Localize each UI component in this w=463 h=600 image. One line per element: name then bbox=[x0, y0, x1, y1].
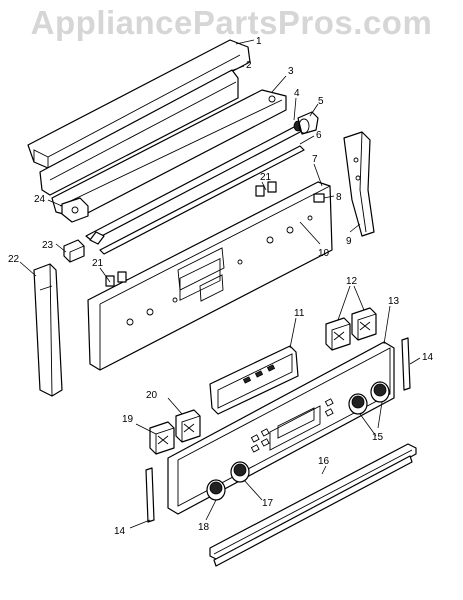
callout-17: 17 bbox=[262, 498, 274, 509]
callout-16: 16 bbox=[318, 456, 330, 467]
callout-21b: 21 bbox=[92, 258, 104, 269]
leader-lines bbox=[19, 39, 421, 529]
callout-2: 2 bbox=[246, 60, 252, 71]
knob-part-right-a bbox=[348, 393, 368, 415]
callout-13: 13 bbox=[388, 296, 400, 307]
switch-part-d bbox=[175, 409, 201, 443]
callout-12: 12 bbox=[346, 276, 358, 287]
switch-part-b bbox=[351, 307, 377, 341]
small-clip-part bbox=[313, 193, 325, 203]
knob-part-right-b bbox=[370, 381, 390, 403]
knob-part-left-b bbox=[230, 461, 250, 483]
callout-14b: 14 bbox=[114, 526, 126, 537]
trim-strip-right bbox=[401, 337, 411, 391]
callout-19: 19 bbox=[122, 414, 134, 425]
switch-part-a bbox=[325, 317, 351, 351]
callout-6: 6 bbox=[316, 130, 322, 141]
callout-10: 10 bbox=[318, 248, 330, 259]
callout-18: 18 bbox=[198, 522, 210, 533]
trim-strip-left bbox=[145, 467, 155, 523]
callout-20: 20 bbox=[146, 390, 158, 401]
callout-11: 11 bbox=[294, 308, 305, 319]
connector-part-lower bbox=[105, 271, 127, 287]
callout-15: 15 bbox=[372, 432, 384, 443]
knob-part-left-a bbox=[206, 479, 226, 501]
top-cover-part bbox=[27, 39, 251, 196]
callout-1: 1 bbox=[256, 36, 262, 47]
callout-4: 4 bbox=[294, 88, 300, 99]
end-cap-part bbox=[297, 111, 319, 135]
callout-9: 9 bbox=[346, 236, 352, 247]
control-chassis-part bbox=[87, 181, 333, 371]
right-end-panel-part bbox=[343, 131, 375, 237]
rod-part bbox=[85, 120, 305, 255]
watermark: AppliancePartsPros.com bbox=[30, 4, 433, 41]
callout-22: 22 bbox=[8, 254, 20, 265]
callout-3: 3 bbox=[288, 66, 294, 77]
small-block-part bbox=[63, 239, 85, 263]
callout-7: 7 bbox=[312, 154, 318, 165]
connector-part-upper bbox=[255, 181, 277, 197]
switch-part-c bbox=[149, 421, 175, 455]
left-end-panel-part bbox=[33, 263, 63, 397]
callout-24: 24 bbox=[34, 194, 46, 205]
callout-21a: 21 bbox=[260, 172, 272, 183]
clip-part bbox=[61, 197, 89, 223]
bottom-trim-part bbox=[209, 443, 417, 567]
callout-14a: 14 bbox=[422, 352, 434, 363]
callout-23: 23 bbox=[42, 240, 54, 251]
callout-8: 8 bbox=[336, 192, 342, 203]
callout-5: 5 bbox=[318, 96, 324, 107]
